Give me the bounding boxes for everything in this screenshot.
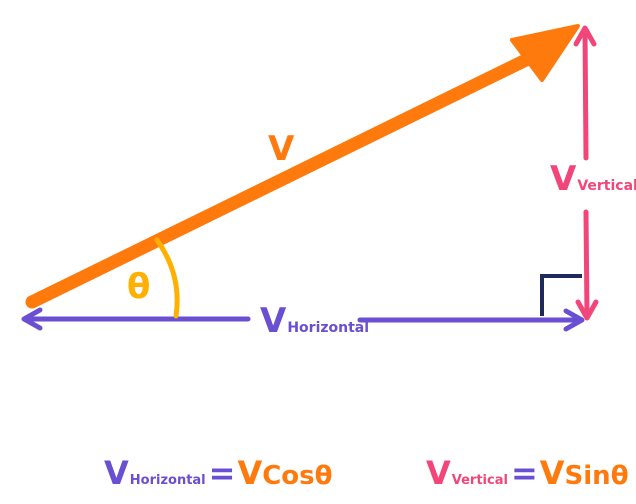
horizontal-label-subscript: Horizontal (287, 320, 369, 336)
vertical-component-line-bottom (583, 209, 590, 319)
angle-label: θ (127, 267, 150, 307)
vertical-component-label: VVertical (550, 159, 636, 199)
horizontal-equation: VHorizontal=VCosθ (104, 454, 333, 492)
right-angle-marker (540, 274, 582, 316)
angle-arc (154, 237, 180, 319)
vertical-eq-theta: θ (611, 461, 629, 491)
vertical-component-line-top (582, 27, 589, 161)
horizontal-eq-main: V (104, 454, 129, 492)
vertical-component-bottom-arrowhead (575, 299, 599, 321)
horizontal-eq-equals: = (209, 454, 236, 492)
horizontal-eq-v: V (237, 454, 262, 492)
vertical-eq-equals: = (511, 454, 538, 492)
vertical-eq-func: Sin (565, 461, 611, 491)
horizontal-component-right-arrowhead (563, 308, 585, 332)
horizontal-eq-theta: θ (315, 461, 333, 491)
vertical-eq-main: V (426, 454, 451, 492)
vertical-component-top-arrowhead (573, 25, 597, 47)
vertical-eq-subscript: Vertical (452, 473, 508, 488)
resultant-label: V (268, 129, 295, 169)
vertical-eq-v: V (540, 454, 565, 492)
horizontal-component-left-arrowhead (21, 307, 43, 331)
vertical-label-main: V (550, 159, 577, 199)
horizontal-component-label: VHorizontal (260, 301, 369, 341)
vertical-equation: VVertical=VSinθ (426, 454, 629, 492)
horizontal-eq-func: Cos (262, 461, 314, 491)
resultant-vector-arrowhead (510, 24, 580, 82)
vertical-label-subscript: Vertical (577, 178, 636, 194)
resultant-vector-shaft (25, 51, 537, 309)
horizontal-label-main: V (260, 301, 287, 341)
horizontal-eq-subscript: Horizontal (130, 473, 206, 488)
